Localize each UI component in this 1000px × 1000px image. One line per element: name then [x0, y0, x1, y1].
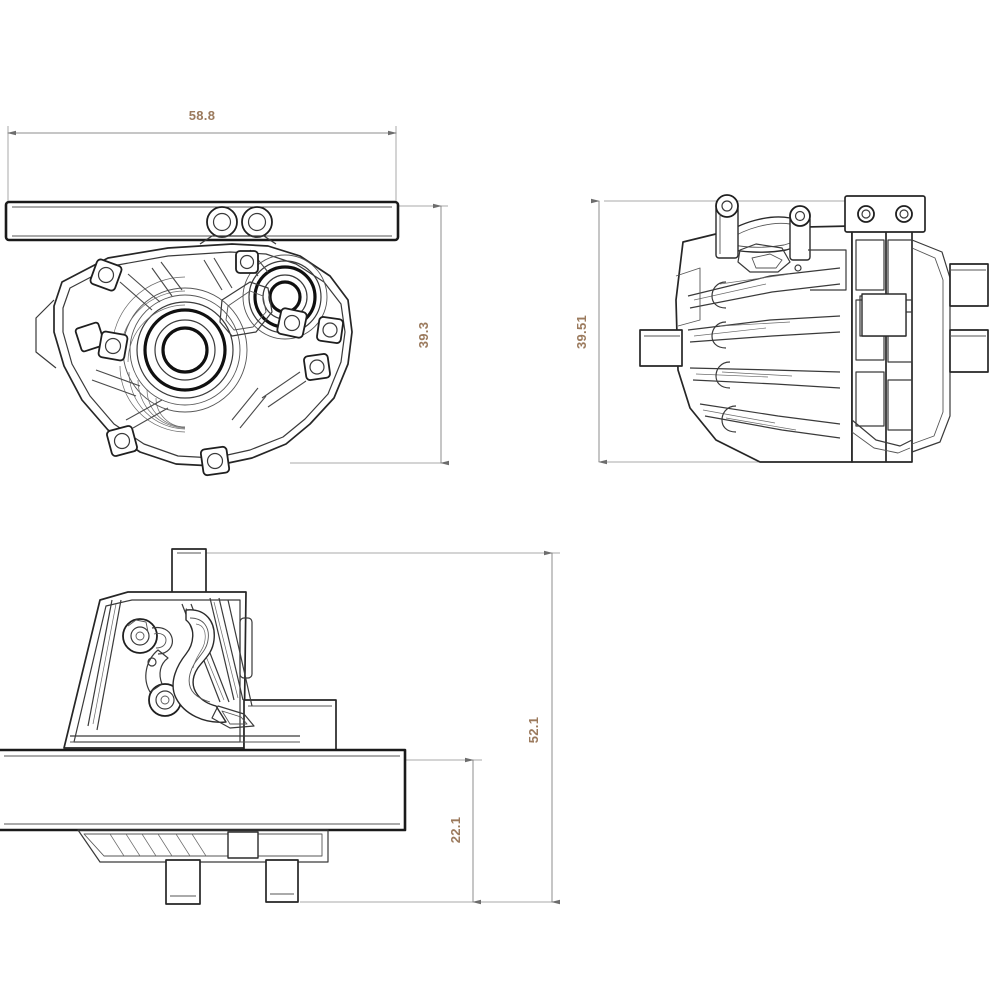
rear-bottom-shaft-left: [165, 859, 201, 905]
side-fin-ends: [711, 281, 737, 433]
lever-pivot-head: [715, 194, 739, 218]
rear-mounting-flange: [0, 748, 407, 832]
rear-lower-skirt-inner: [83, 833, 323, 857]
side-gearbox-back-inner: [911, 247, 944, 445]
housing-bridge: [219, 281, 273, 337]
lever-bolt-head: [789, 205, 811, 227]
side-input-shaft-left: [639, 329, 683, 367]
lever-bracket-pin: [794, 264, 802, 272]
rear-inner-vertical-rib: [239, 617, 253, 679]
bar-boss-pair: [206, 206, 273, 238]
housing-left-ear: [35, 299, 57, 369]
lever-bolt-head-inner: [794, 210, 806, 222]
side-gearbox-block: [851, 225, 913, 463]
perimeter-bolt-bosses: [89, 250, 344, 477]
housing-top-detail: [199, 235, 277, 245]
mounting-plate-hole-right-inner: [899, 209, 909, 219]
side-gearbox-back: [911, 239, 951, 453]
side-top-transition: [808, 249, 847, 291]
dimension-label-39-51: 39.51: [574, 315, 589, 349]
front-view-group: 58.8 39.3: [4, 108, 449, 477]
housing-bridge-inner: [225, 290, 267, 331]
mounting-plate-hole-left-inner: [861, 209, 871, 219]
lever-bracket-inner: [751, 253, 783, 269]
side-output-shaft-upper: [949, 263, 989, 307]
dimension-label-58-8: 58.8: [189, 108, 216, 123]
main-bearing-bore: [122, 287, 248, 413]
mounting-bar: [4, 200, 400, 242]
rear-skirt-hatching: [109, 833, 207, 857]
mounting-plate-hole-right: [895, 205, 913, 223]
dimension-label-22-1: 22.1: [448, 817, 463, 844]
side-lower-detail-2: [851, 431, 911, 454]
rear-skirt-pocket: [227, 831, 259, 859]
side-mounting-plate: [844, 195, 926, 233]
lever-bracket: [737, 243, 791, 273]
dimension-label-52-1: 52.1: [526, 717, 541, 744]
side-window-cutout: [861, 293, 907, 337]
side-housing-fin-hatching: [693, 273, 797, 431]
housing-webs: [91, 249, 307, 429]
side-housing-fins: [687, 267, 841, 439]
rear-internal-mechanism: [122, 609, 255, 729]
lever-pivot-head-inner: [721, 200, 733, 212]
rear-lower-skirt: [77, 829, 329, 863]
dimension-label-39-3: 39.3: [416, 322, 431, 349]
side-output-shaft-lower: [949, 329, 989, 373]
side-view-group: 39.51: [574, 194, 989, 465]
rear-top-shaft: [171, 548, 207, 594]
side-lower-detail: [851, 419, 913, 447]
rear-step-block: [243, 699, 337, 753]
side-nose-detail: [675, 267, 701, 327]
rear-view-group: 52.1 22.1: [0, 548, 560, 905]
mounting-plate-hole-left: [857, 205, 875, 223]
rear-bottom-shaft-right: [265, 859, 299, 903]
